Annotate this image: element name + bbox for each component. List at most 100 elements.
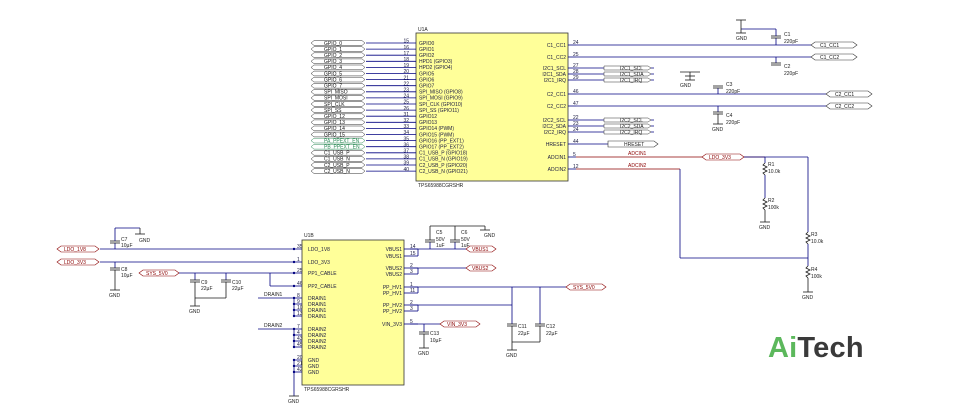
ldo-3v3-net-right: LDO_3V3	[709, 155, 731, 161]
u1a-pin-number: 24	[403, 94, 409, 100]
u1a-pin-number: 24	[573, 40, 579, 46]
brand-tech: Tech	[797, 332, 864, 364]
u1a-pin-name: SPI_SS (GPIO11)	[419, 108, 459, 114]
u1b-chip: U1B TPS65988CGRSHR LDO_1V835LDO_3V31PP1_…	[292, 233, 418, 393]
i2c2-sda-net: I2C2_SDA	[620, 124, 644, 130]
u1b-pin-name: PP_HV1	[383, 285, 402, 291]
u1a-pin-name: GPIO2	[419, 53, 435, 59]
u1b-pin-number: 3	[410, 306, 413, 312]
u1b-pin-number: 8	[297, 293, 300, 299]
u1a-body	[415, 32, 569, 182]
ldo-3v3-port-left	[56, 258, 100, 266]
c1-cc2-port	[810, 53, 858, 61]
ldo-1v8-port	[56, 245, 100, 253]
u1a-pin-name: ADCIN2	[548, 167, 567, 173]
u1a-pin-name: C1_USB_P (GPIO18)	[419, 151, 468, 157]
u1a-net-label: GPIO_2	[324, 53, 342, 59]
u1b-pin-name: GND	[308, 364, 320, 370]
u1a-net-port	[310, 95, 366, 101]
c5-value2: 1uF	[436, 243, 445, 249]
u1b-pin-number: 5	[410, 319, 413, 325]
c1-ref: C1	[784, 32, 791, 38]
r3-value: 10.0k	[811, 239, 824, 245]
gnd-label-12: GND	[418, 351, 430, 357]
u1a-net-port	[310, 76, 366, 83]
u1b-pin-number: 1	[410, 282, 413, 288]
u1b-pin-number: 35	[297, 244, 303, 250]
u1b-pin-name: PP_HV1	[383, 291, 402, 297]
c3-ref: C3	[726, 82, 733, 88]
u1b-pin-name: DRAIN1	[308, 308, 327, 314]
u1a-pin-number: 15	[403, 39, 409, 45]
aitech-logo: AiTech	[768, 332, 864, 365]
u1b-pin-number: 43	[297, 336, 303, 342]
r1-value: 10.0k	[768, 169, 781, 175]
u1a-pin-number: 23	[403, 88, 409, 94]
r4-ref: R4	[811, 267, 818, 273]
u1a-pin-name: C2_CC2	[547, 104, 566, 110]
u1b-left-nets: LDO_1V8 LDO_3V3 C7 10µF GND C8 10µF GND …	[56, 227, 300, 405]
u1a-pin-number: 47	[573, 101, 579, 107]
u1a-net-port	[310, 70, 366, 77]
c1-value: 220pF	[784, 39, 798, 45]
u1a-pin-name: C1_CC1	[547, 43, 566, 49]
u1a-pin-number: 27	[573, 63, 579, 69]
sys-5v0-net-left: SYS_5V0	[146, 271, 168, 277]
u1a-pin-number: 22	[573, 115, 579, 121]
u1a-pin-number: 25	[403, 100, 409, 106]
vbus2-net: VBUS2	[472, 266, 489, 272]
u1a-pin-number: 36	[403, 142, 409, 148]
c1-cc1-net: C1_CC1	[820, 43, 839, 49]
c11-ref: C11	[518, 324, 527, 330]
u1a-pin-number: 12	[573, 164, 579, 170]
c2-cc1-port	[825, 90, 873, 98]
u1a-net-label: GPIO_3	[324, 59, 342, 65]
c4-ref: C4	[726, 113, 733, 119]
gnd-label-9: GND	[288, 399, 300, 405]
u1a-net-port	[310, 64, 366, 71]
u1b-pin-name: LDO_1V8	[308, 247, 330, 253]
r1-ref: R1	[768, 162, 775, 168]
gnd-label-5: GND	[802, 295, 814, 301]
c11-value: 22µF	[518, 331, 530, 337]
u1b-pin-name: VBUS1	[386, 247, 403, 253]
u1b-pin-number: 2	[410, 263, 413, 269]
u1a-net-label: GPIO_1	[324, 47, 342, 53]
u1b-pin-number: 10	[297, 305, 303, 311]
hreset-port	[607, 140, 659, 148]
u1a-net-label: C2_USB_P	[324, 163, 350, 169]
gnd-label-6: GND	[139, 238, 151, 244]
u1a-right-nets: C1_CC1 C1_CC2 GND C1 220pF C2 220pF I2C1…	[576, 19, 873, 301]
u1b-pin-name: LDO_3V3	[308, 260, 330, 266]
u1b-pin-number: 15	[410, 251, 416, 257]
u1a-pin-number: 24	[573, 127, 579, 133]
u1a-pin-number: 31	[403, 112, 409, 118]
u1b-pin-number: 21	[297, 361, 303, 367]
drain1-net: DRAIN1	[264, 292, 283, 298]
c6-value1: 50V	[461, 237, 471, 243]
vbus1-port	[465, 245, 497, 253]
u1a-pin-number: 38	[403, 155, 409, 161]
u1a-pin-name: GPIO5	[419, 71, 435, 77]
u1b-part: TPS65988CGRSHR	[304, 387, 350, 393]
u1b-pin-number: 9	[297, 299, 300, 305]
u1a-pin-name: C2_USB_N (GPIO21)	[419, 169, 468, 175]
u1a-net-port	[310, 162, 366, 168]
u1a-pin-number: 35	[403, 136, 409, 142]
u1a-pin-name: C1_CC2	[547, 55, 566, 61]
u1b-pin-name: VBUS2	[386, 272, 403, 278]
u1a-net-port	[310, 52, 366, 58]
u1a-pin-name: I2C2_IRQ	[544, 130, 566, 136]
gnd-label-2: GND	[680, 83, 692, 89]
u1a-pin-number: 33	[403, 124, 409, 130]
u1a-net-port	[310, 58, 366, 64]
u1a-pin-name: GPIO0	[419, 41, 435, 47]
c8-value: 10µF	[121, 273, 133, 279]
u1a-pin-name: SPI_CLK (GPIO10)	[419, 102, 463, 108]
u1b-pin-number: 13	[297, 311, 303, 317]
c2-cc1-net: C2_CC1	[835, 92, 854, 98]
u1a-part: TPS65988CGRSHR	[418, 183, 464, 189]
u1a-net-port	[310, 131, 366, 138]
u1b-pin-number: 46	[297, 281, 303, 287]
